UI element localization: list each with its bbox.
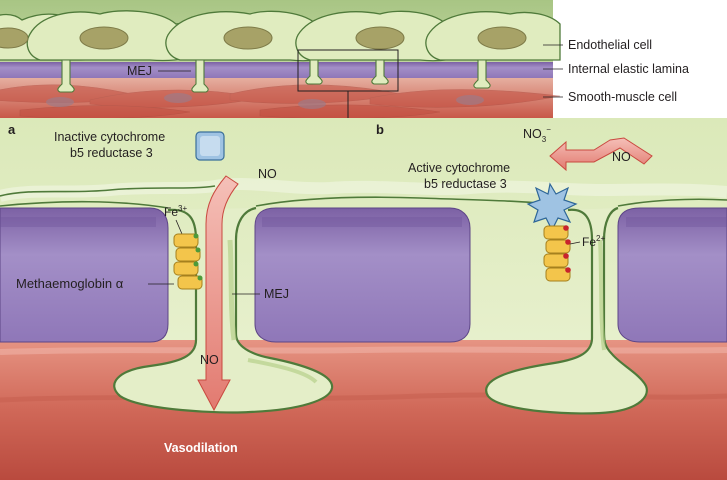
fe2-label: Fe2+ (582, 234, 605, 249)
inactive-reductase-label-line1: Inactive cytochrome (54, 130, 165, 144)
elastic-lamina-blocks (0, 207, 727, 343)
no-bottom-label: NO (200, 353, 219, 367)
mej-panel-a (113, 206, 334, 414)
nitrate-label: NO3− (523, 125, 551, 144)
inactive-reductase-label-line2: b5 reductase 3 (70, 146, 153, 160)
methaemoglobin-label: Methaemoglobin α (16, 276, 124, 291)
active-reductase-label-line1: Active cytochrome (408, 161, 510, 175)
label-endothelial-cell: Endothelial cell (568, 38, 652, 52)
arrow-icon (197, 175, 239, 412)
no-in-label: NO (612, 150, 631, 164)
cube-icon (195, 131, 225, 161)
label-smooth-muscle-cell: Smooth-muscle cell (568, 90, 677, 104)
curved-arrow-icon (549, 137, 653, 172)
panel-b-letter: b (376, 122, 384, 137)
overview-mej-projections (57, 59, 491, 93)
label-internal-elastic-lamina: Internal elastic lamina (568, 62, 689, 76)
active-reductase-label-line2: b5 reductase 3 (424, 177, 507, 191)
methaemoglobin-stack-a (173, 233, 203, 290)
overview-panel: MEJ Endothelial cell Internal elastic la… (0, 0, 689, 119)
detail-panel: a Inactive cytochrome b5 reductase 3 Fe3… (0, 118, 727, 480)
no-top-label: NO (258, 167, 277, 181)
overview-nuclei (0, 26, 527, 50)
mej-label-a: MEJ (264, 287, 289, 301)
overview-endothelial-cells (0, 10, 561, 62)
overview-elastic-lamina (0, 62, 553, 78)
fe3-label: Fe3+ (164, 204, 187, 219)
panel-a-letter: a (8, 122, 16, 137)
mej-panel-b (485, 206, 648, 415)
overview-mej-label: MEJ (127, 64, 152, 78)
vasodilation-label: Vasodilation (164, 441, 238, 455)
methaemoglobin-stack-b (543, 225, 571, 282)
